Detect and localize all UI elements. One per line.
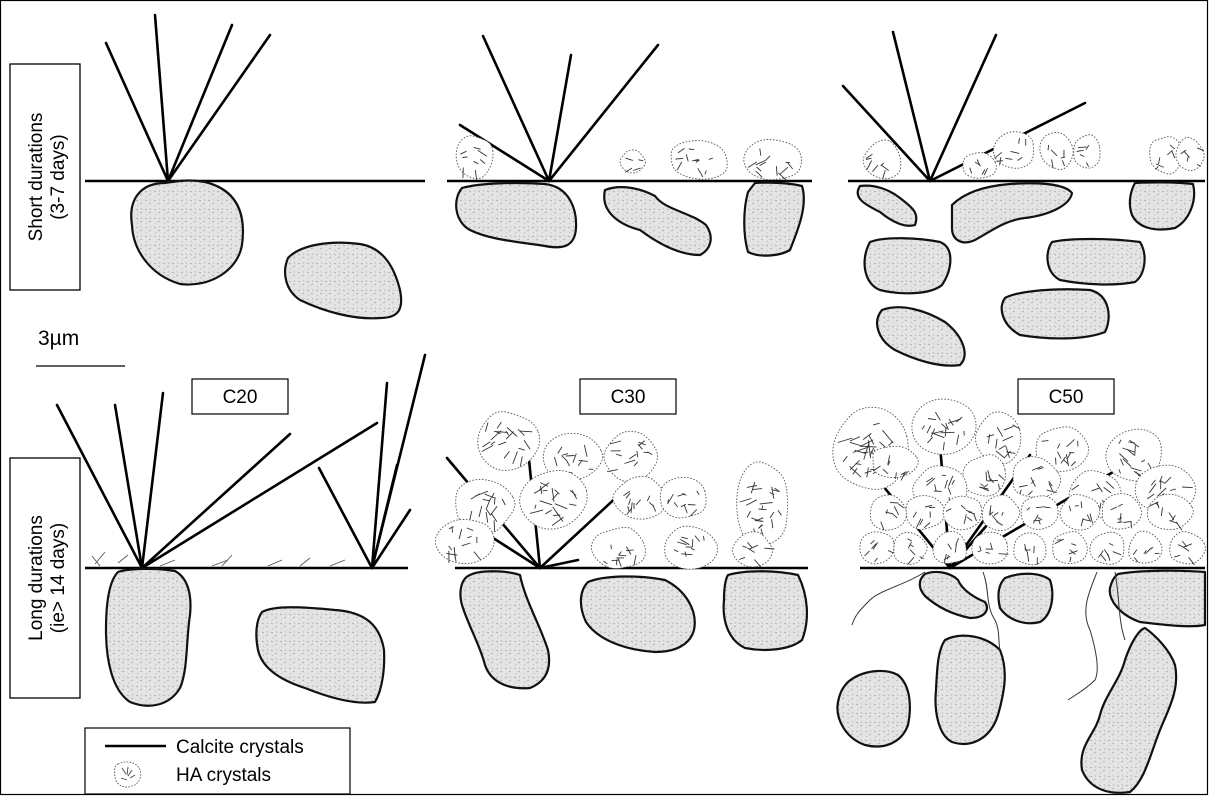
calcite-crystal [549, 55, 571, 181]
column-label-c20: C20 [192, 379, 288, 414]
ha-crystal-cluster [1074, 135, 1100, 168]
ha-crystal-cluster [604, 431, 658, 481]
ha-crystal-cluster [671, 141, 727, 180]
aggregate-grain [837, 671, 909, 746]
aggregate-grain [920, 572, 987, 618]
column-label-c50-text: C50 [1049, 387, 1084, 408]
row-label-short-line1: Short durations [26, 113, 47, 242]
ha-crystal-cluster [860, 532, 894, 564]
aggregate-grain [285, 243, 401, 319]
aggregate-grain [256, 607, 384, 702]
ha-crystal-cluster [665, 526, 718, 569]
ha-crystal-cluster [1021, 496, 1058, 530]
aggregate-grain [604, 187, 710, 255]
ha-crystal-cluster [620, 150, 645, 173]
aggregate-grain [724, 571, 807, 650]
ha-crystal-cluster [982, 495, 1019, 531]
row-label-long-line2: (ie> 14 days) [48, 523, 69, 633]
row-label-long: Long durations (ie> 14 days) [10, 458, 80, 698]
column-label-c30-text: C30 [611, 387, 646, 408]
ha-crystal-cluster [912, 399, 976, 454]
ha-crystal-cluster [972, 532, 1009, 564]
aggregate-grain [744, 183, 804, 256]
scale-bar-label: 3µm [38, 327, 79, 350]
legend-calcite-label: Calcite crystals [176, 737, 304, 758]
scale-bar: 3µm [36, 327, 125, 366]
ha-crystal-cluster [660, 477, 706, 518]
calcite-crystal [319, 468, 372, 568]
ha-crystal-cluster [863, 140, 901, 179]
column-label-c20-text: C20 [223, 387, 258, 408]
aggregate-grain [877, 307, 964, 365]
column-label-c30: C30 [580, 379, 676, 414]
ha-crystal-cluster [1040, 132, 1073, 169]
calcite-crystal [142, 393, 163, 568]
aggregate-grain [1002, 289, 1109, 338]
calcite-crystal [142, 423, 377, 568]
aggregate-grain [858, 186, 917, 226]
ha-crystal-cluster [963, 153, 996, 179]
ha-crystal-cluster [870, 495, 906, 530]
calcite-crystal [142, 434, 290, 568]
row-label-long-line1: Long durations [26, 515, 47, 641]
ha-crystal-cluster [1090, 532, 1124, 564]
ha-crystal-cluster [456, 136, 493, 181]
aggregate-grain [952, 183, 1072, 242]
ha-crystal-cluster [1053, 531, 1088, 563]
ha-crystal-cluster [1014, 533, 1046, 565]
ha-crystal-cluster [976, 412, 1021, 464]
aggregate-grain [1047, 239, 1144, 284]
ha-crystal-cluster [613, 476, 667, 519]
aggregate-grain [456, 183, 576, 247]
ha-crystal-cluster [591, 527, 645, 568]
row-label-short: Short durations (3-7 days) [10, 64, 80, 290]
calcite-crystal [372, 510, 410, 568]
aggregate-grain [1130, 182, 1194, 229]
ha-crystal-cluster [1129, 531, 1162, 563]
aggregate-grain [131, 180, 243, 284]
ha-crystal-cluster [1176, 137, 1204, 170]
ha-crystal-cluster [943, 496, 981, 530]
ha-crystal-cluster [1102, 494, 1141, 529]
aggregate-grain [865, 238, 951, 293]
ha-crystal-cluster [744, 139, 802, 180]
row-label-short-line2: (3-7 days) [48, 134, 69, 220]
legend-ha-label: HA crystals [176, 765, 271, 786]
legend-ha-symbol [114, 762, 140, 787]
aggregate-grain [998, 574, 1052, 624]
ha-crystal-cluster [435, 519, 494, 563]
ha-crystal-cluster [963, 455, 1006, 496]
ha-crystal-cluster [1170, 532, 1206, 565]
column-label-c50: C50 [1018, 379, 1114, 414]
ha-crystal-cluster [894, 532, 927, 564]
aggregate-grain [936, 636, 1005, 744]
aggregate-grain [106, 569, 190, 706]
ha-surface-ticks-c20 [92, 552, 345, 566]
ha-crystal-cluster [933, 531, 966, 563]
aggregate-grain [460, 571, 549, 688]
ha-crystal-cluster [993, 132, 1033, 169]
aggregate-grain [581, 576, 695, 652]
aggregate-grain [1110, 571, 1205, 627]
legend: Calcite crystals HA crystals [85, 728, 350, 794]
